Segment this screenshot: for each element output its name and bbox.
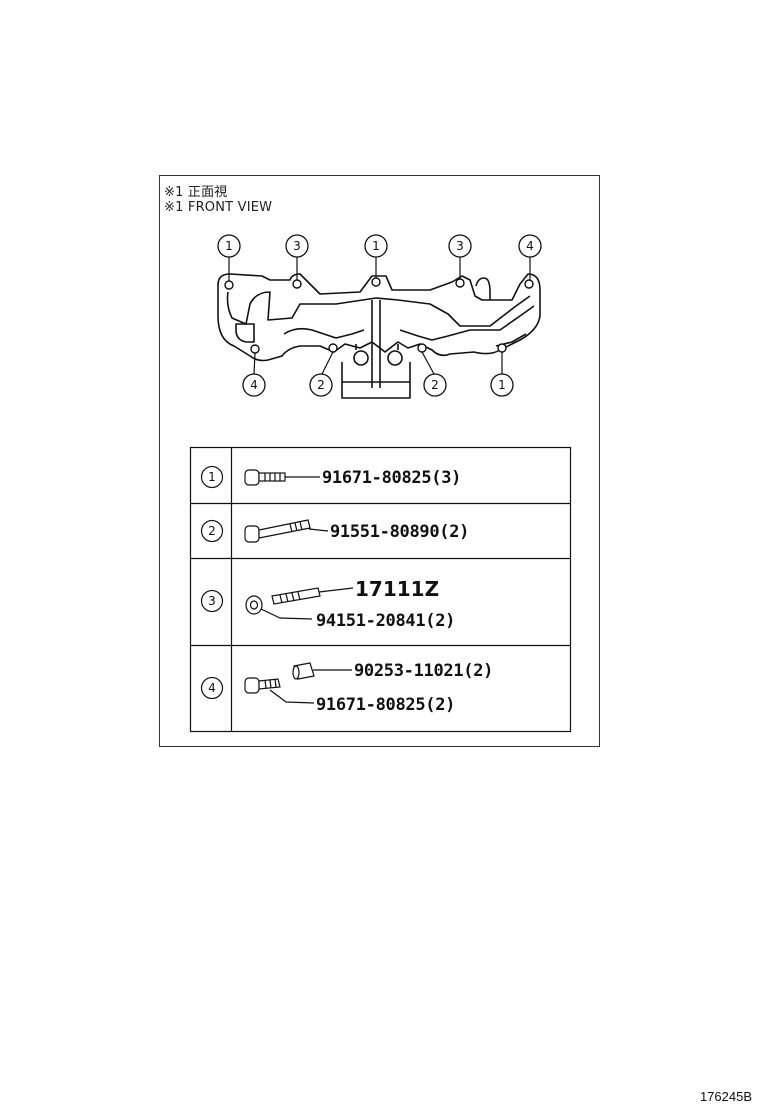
flange-bolt-icon: [244, 677, 281, 694]
manifold-outline: [217, 273, 541, 399]
parts-row-4: 4 90253-11021(2) 91671-80825(2): [200, 661, 493, 715]
parts-row-ref: 3: [208, 594, 216, 608]
parts-table: [189, 446, 572, 733]
parts-row-1: 1 91671-80825(3): [200, 465, 461, 489]
parts-row-ref: 4: [208, 681, 216, 695]
part-number: 91671-80825(2): [316, 695, 455, 715]
part-number: 91551-80890(2): [330, 522, 469, 542]
svg-text:4: 4: [526, 239, 534, 253]
parts-row-2: 2 91551-80890(2): [200, 519, 469, 543]
collar-icon: [292, 662, 315, 680]
svg-text:1: 1: [225, 239, 233, 253]
flange-bolt-icon: [244, 469, 286, 486]
svg-text:4: 4: [250, 378, 258, 392]
callouts-top: 1 3 1 3 4: [217, 234, 542, 258]
callouts-bottom: 4 2 2 1: [242, 373, 514, 397]
part-number: 91671-80825(3): [322, 468, 461, 488]
parts-row-ref: 1: [208, 470, 216, 484]
callout-1-top-left: 1: [217, 234, 241, 258]
document-id: 176245B: [699, 1089, 752, 1104]
parts-row-ref: 2: [208, 524, 216, 538]
callout-4-top-right: 4: [518, 234, 542, 258]
view-note-jp: ※1 正面視: [164, 185, 228, 200]
stud-icon: [271, 587, 321, 605]
callout-leaders: [228, 257, 531, 375]
part-number: 17111Z: [355, 577, 439, 601]
svg-text:2: 2: [317, 378, 325, 392]
bolt-holes: [224, 277, 534, 354]
nut-icon: [245, 595, 263, 615]
svg-text:1: 1: [498, 378, 506, 392]
long-bolt-icon: [244, 519, 311, 543]
callout-2-bottom-right: 2: [423, 373, 447, 397]
view-note-en: ※1 FRONT VIEW: [164, 200, 273, 215]
callout-4-bottom-left: 4: [242, 373, 266, 397]
part-number: 94151-20841(2): [316, 611, 455, 631]
callout-1-bottom-right: 1: [490, 373, 514, 397]
svg-text:3: 3: [456, 239, 464, 253]
callout-3-top-left: 3: [285, 234, 309, 258]
svg-text:2: 2: [431, 378, 439, 392]
diagram-frame: [159, 175, 600, 747]
callout-3-top-right: 3: [448, 234, 472, 258]
svg-text:3: 3: [293, 239, 301, 253]
svg-text:1: 1: [372, 239, 380, 253]
callout-2-bottom-left: 2: [309, 373, 333, 397]
callout-1-top-center: 1: [364, 234, 388, 258]
part-number: 90253-11021(2): [354, 661, 493, 681]
parts-row-3: 3 17111Z 94151-20841(2): [200, 577, 455, 631]
